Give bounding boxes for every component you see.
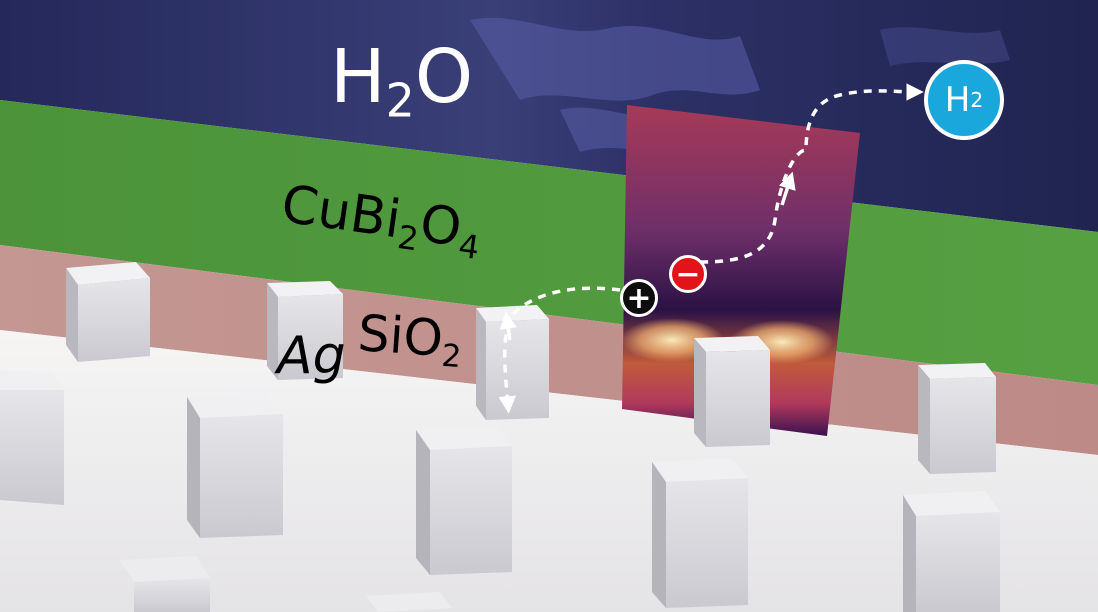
pillar	[0, 370, 64, 505]
pillar	[66, 262, 150, 362]
metal-label: Ag	[277, 326, 346, 386]
metal-substrate	[0, 330, 1098, 612]
hole-symbol: +	[626, 280, 652, 316]
pillar	[267, 281, 343, 380]
electron-path	[699, 83, 924, 264]
electron-path-mid-arrow	[778, 171, 796, 206]
spacer-label: SiO2	[355, 304, 463, 376]
hole-path-back-arrow	[499, 311, 517, 341]
plus-icon: +	[620, 279, 658, 317]
pillar	[903, 491, 1000, 612]
pillar	[476, 305, 549, 420]
pillar	[366, 592, 452, 612]
pillar	[187, 393, 283, 538]
pillar	[416, 426, 512, 575]
electron-symbol: −	[675, 256, 701, 292]
pillar	[652, 458, 748, 608]
water-label: H2O	[330, 34, 474, 128]
pillar	[694, 336, 770, 447]
minus-icon: −	[669, 255, 707, 293]
pillar	[120, 556, 210, 612]
pillar	[918, 363, 996, 474]
